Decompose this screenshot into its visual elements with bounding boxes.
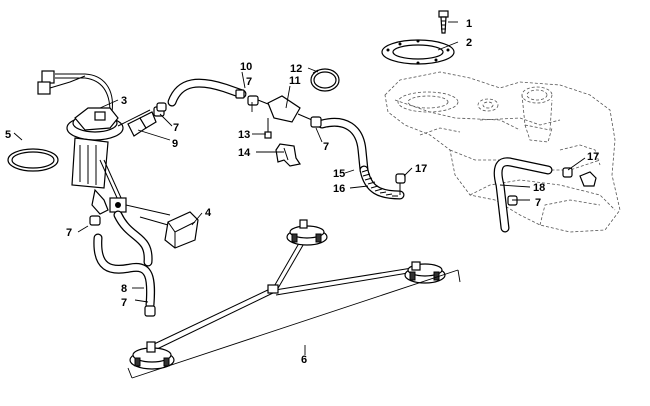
callout-1: 1 bbox=[466, 18, 472, 30]
callout-7-pump-hose: 7 bbox=[173, 122, 179, 134]
tank-gasket-ring bbox=[381, 39, 455, 65]
callout-11: 11 bbox=[289, 75, 301, 87]
hose-vent bbox=[493, 157, 553, 233]
callout-9: 9 bbox=[172, 138, 178, 150]
callout-2: 2 bbox=[466, 37, 472, 49]
callout-13: 13 bbox=[238, 129, 250, 141]
fuel-pump-assembly bbox=[37, 70, 171, 216]
callout-15: 15 bbox=[333, 168, 345, 180]
callout-7-pickup: 7 bbox=[121, 297, 127, 309]
tank-screw bbox=[438, 10, 449, 34]
callout-3: 3 bbox=[121, 95, 127, 107]
callout-8: 8 bbox=[121, 283, 127, 295]
hose-pump-pickup bbox=[93, 210, 156, 310]
filter-mount-screw bbox=[264, 118, 272, 139]
callout-labels: 1 2 3 4 5 6 7 7 7 7 7 7 8 9 10 11 12 13 … bbox=[5, 18, 599, 366]
clamp-vent-lower bbox=[507, 195, 518, 206]
hose-filter-return bbox=[317, 117, 405, 200]
wire-connector bbox=[139, 211, 199, 249]
hose-clamp-ring bbox=[310, 68, 340, 92]
clamp-pump-lower bbox=[89, 215, 101, 226]
clamp-vent-upper bbox=[562, 167, 573, 178]
callout-14: 14 bbox=[238, 147, 251, 159]
callout-16: 16 bbox=[333, 183, 345, 195]
fuel-pickup-assembly bbox=[127, 219, 461, 379]
leader-lines bbox=[13, 21, 586, 355]
callout-7-vent: 7 bbox=[535, 197, 541, 209]
callout-4: 4 bbox=[205, 207, 212, 219]
callout-7-filter-out: 7 bbox=[323, 141, 329, 153]
callout-17-return: 17 bbox=[415, 163, 427, 175]
clamp-return bbox=[395, 173, 406, 195]
callout-7-filter-in: 7 bbox=[246, 76, 252, 88]
filter-bracket bbox=[275, 143, 301, 167]
callout-5: 5 bbox=[5, 129, 11, 141]
clamp-hose-a bbox=[153, 102, 167, 117]
callout-7-pump-lower: 7 bbox=[66, 227, 72, 239]
callout-18: 18 bbox=[533, 182, 545, 194]
clamp-filter-out bbox=[310, 116, 322, 128]
fuel-tank bbox=[384, 71, 621, 233]
callout-6: 6 bbox=[301, 354, 307, 366]
callout-10: 10 bbox=[240, 61, 252, 73]
pump-o-ring bbox=[7, 148, 59, 172]
clamp-pickup bbox=[144, 305, 156, 317]
hose-pump-filter bbox=[167, 78, 247, 107]
callout-17-vent: 17 bbox=[587, 151, 599, 163]
callout-12: 12 bbox=[290, 63, 302, 75]
clamp-filter-in bbox=[235, 89, 259, 106]
fitting-elbow bbox=[127, 111, 157, 137]
fuel-filter bbox=[257, 95, 313, 123]
vent-valve bbox=[579, 171, 597, 187]
